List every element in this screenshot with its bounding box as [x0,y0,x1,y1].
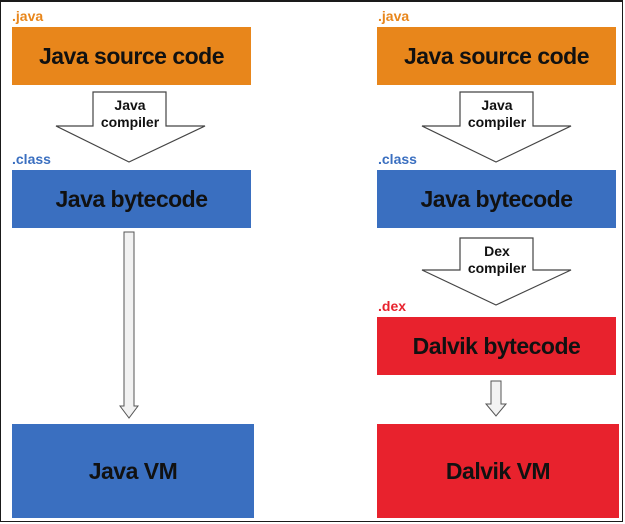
java-bytecode-box: Java bytecode [12,170,251,228]
java-extension-label-right: .java [378,8,410,24]
dex-compiler-label: Dex compiler [467,243,527,276]
java-compiler-label: Java compiler [100,97,160,130]
java-bytecode-label-right: Java bytecode [420,185,573,212]
java-bytecode-label: Java bytecode [55,185,208,212]
java-source-code-label: Java source code [38,42,225,69]
dalvik-bytecode-label: Dalvik bytecode [412,332,581,359]
java-source-code-box: Java source code [12,27,251,85]
java-vm-box: Java VM [12,424,254,518]
class-extension-label: .class [12,151,51,167]
java-compiler-label-right: Java compiler [467,97,527,130]
java-vm-label: Java VM [88,457,178,484]
dalvik-vm-box: Dalvik VM [377,424,619,518]
java-bytecode-box-right: Java bytecode [377,170,616,228]
java-source-code-box-right: Java source code [377,27,616,85]
dalvik-vm-label: Dalvik VM [445,457,551,484]
dalvik-bytecode-box: Dalvik bytecode [377,317,616,375]
dex-extension-label: .dex [378,298,407,314]
java-extension-label: .java [12,8,44,24]
class-extension-label-right: .class [378,151,417,167]
java-source-code-label-right: Java source code [403,42,590,69]
